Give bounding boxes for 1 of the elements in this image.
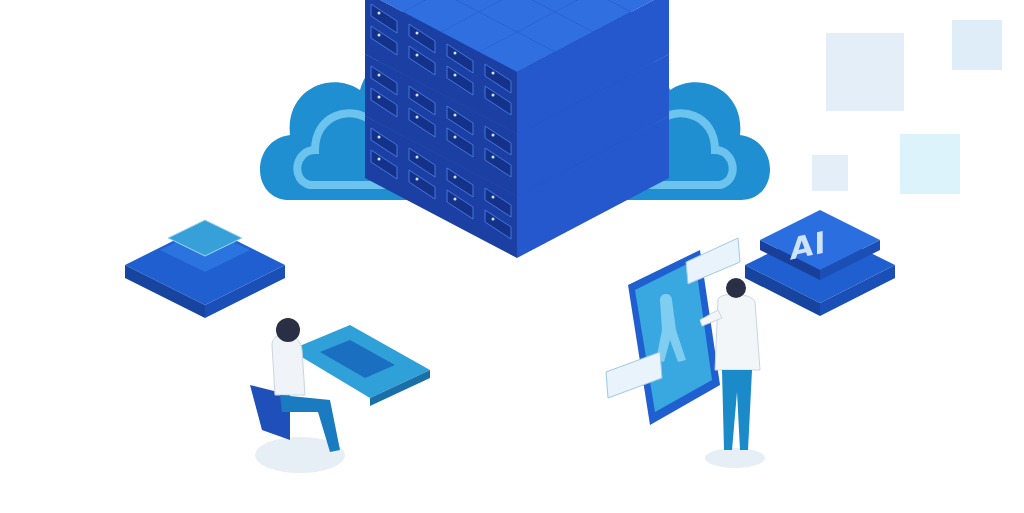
chip-label: AI [790, 224, 827, 267]
